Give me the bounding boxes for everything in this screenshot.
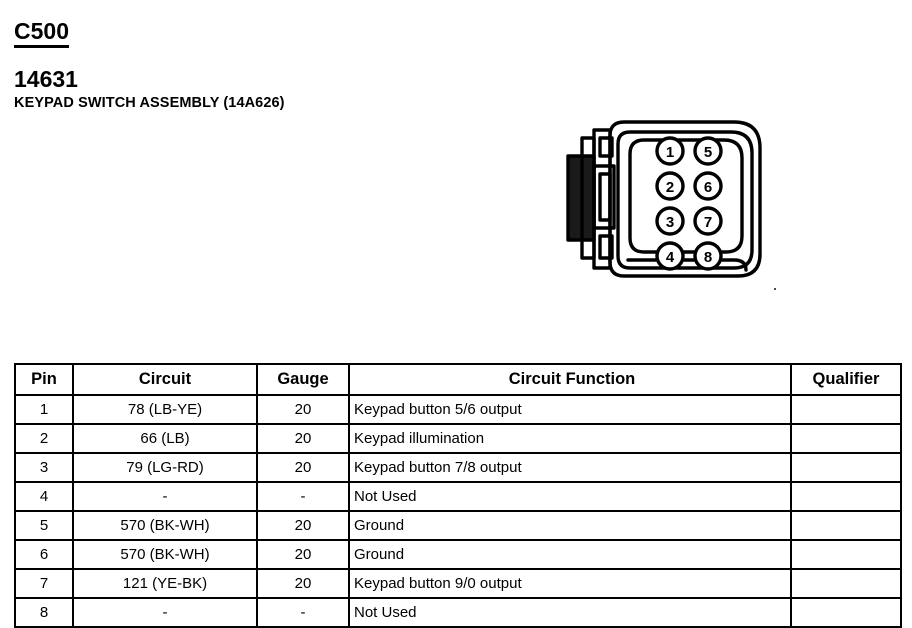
svg-text:3: 3 [666, 214, 674, 231]
table-row: 2 66 (LB) 20 Keypad illumination [14, 423, 902, 454]
cell-function: Not Used [348, 481, 792, 512]
pin-assignment-table: Pin Circuit Gauge Circuit Function Quali… [14, 363, 902, 628]
cell-gauge: 20 [256, 394, 350, 425]
pin-2: 2 [655, 171, 685, 201]
cell-pin: 8 [14, 597, 74, 628]
housing-lower-lip [626, 258, 748, 272]
cell-circuit: 570 (BK-WH) [72, 539, 258, 570]
header-block: C500 14631 KEYPAD SWITCH ASSEMBLY (14A62… [14, 18, 534, 112]
pin-table-container: Pin Circuit Gauge Circuit Function Quali… [14, 363, 902, 628]
cell-circuit: - [72, 597, 258, 628]
connector-diagram: 1 5 2 6 3 7 4 8 [528, 108, 788, 288]
part-name: KEYPAD SWITCH ASSEMBLY (14A626) [14, 95, 285, 111]
svg-text:4: 4 [666, 249, 675, 266]
side-notch-top [598, 136, 614, 158]
pin-6: 6 [693, 171, 723, 201]
pin-circles: 1 5 2 6 3 7 4 8 [655, 136, 723, 271]
table-row: 5 570 (BK-WH) 20 Ground [14, 510, 902, 541]
connector-id-title: C500 [14, 18, 69, 48]
side-window-inner [598, 172, 612, 222]
table-row: 4 - - Not Used [14, 481, 902, 512]
table-row: 3 79 (LG-RD) 20 Keypad button 7/8 output [14, 452, 902, 483]
pin-7: 7 [693, 206, 723, 236]
cell-function: Ground [348, 510, 792, 541]
cell-qualifier [790, 452, 902, 483]
side-notch-bottom [598, 234, 614, 260]
cell-gauge: 20 [256, 568, 350, 599]
cell-pin: 4 [14, 481, 74, 512]
column-header-circuit-function: Circuit Function [348, 363, 792, 396]
column-header-qualifier: Qualifier [790, 363, 902, 396]
column-header-circuit: Circuit [72, 363, 258, 396]
table-header-row: Pin Circuit Gauge Circuit Function Quali… [14, 363, 902, 396]
side-profile-body [592, 128, 612, 270]
cell-pin: 1 [14, 394, 74, 425]
cell-circuit: 78 (LB-YE) [72, 394, 258, 425]
cell-gauge: - [256, 597, 350, 628]
cell-pin: 2 [14, 423, 74, 454]
connector-illustration: 1 5 2 6 3 7 4 8 [566, 120, 762, 278]
connector-outlines [566, 120, 762, 278]
svg-text:5: 5 [704, 144, 712, 161]
pin-3: 3 [655, 206, 685, 236]
side-profile-flange [580, 136, 596, 260]
cell-function: Keypad button 7/8 output [348, 452, 792, 483]
cell-gauge: 20 [256, 423, 350, 454]
cell-function: Keypad button 9/0 output [348, 568, 792, 599]
cell-pin: 6 [14, 539, 74, 570]
cell-gauge: - [256, 481, 350, 512]
cell-pin: 7 [14, 568, 74, 599]
svg-text:6: 6 [704, 179, 712, 196]
cell-gauge: 20 [256, 539, 350, 570]
column-header-pin: Pin [14, 363, 74, 396]
svg-text:8: 8 [704, 249, 712, 266]
cell-function: Keypad button 5/6 output [348, 394, 792, 425]
cell-circuit: 66 (LB) [72, 423, 258, 454]
cell-function: Keypad illumination [348, 423, 792, 454]
cell-qualifier [790, 597, 902, 628]
svg-text:1: 1 [666, 144, 674, 161]
column-header-gauge: Gauge [256, 363, 350, 396]
side-window-outer [592, 164, 616, 230]
part-number: 14631 [14, 66, 78, 92]
pin-cavity-outline [628, 138, 744, 254]
cell-gauge: 20 [256, 510, 350, 541]
cell-qualifier [790, 539, 902, 570]
pin-4: 4 [655, 241, 685, 271]
table-row: 1 78 (LB-YE) 20 Keypad button 5/6 output [14, 394, 902, 425]
cell-qualifier [790, 510, 902, 541]
pin-5: 5 [693, 136, 723, 166]
cell-circuit: 570 (BK-WH) [72, 510, 258, 541]
cell-circuit: - [72, 481, 258, 512]
cell-pin: 3 [14, 452, 74, 483]
pin-table-body: 1 78 (LB-YE) 20 Keypad button 5/6 output… [14, 394, 902, 628]
pin-1: 1 [655, 136, 685, 166]
svg-text:7: 7 [704, 214, 712, 231]
table-row: 6 570 (BK-WH) 20 Ground [14, 539, 902, 570]
pin-8: 8 [693, 241, 723, 271]
cell-qualifier [790, 568, 902, 599]
svg-text:2: 2 [666, 179, 674, 196]
table-row: 7 121 (YE-BK) 20 Keypad button 9/0 outpu… [14, 568, 902, 599]
cell-gauge: 20 [256, 452, 350, 483]
cell-circuit: 121 (YE-BK) [72, 568, 258, 599]
cell-qualifier [790, 423, 902, 454]
cell-function: Ground [348, 539, 792, 570]
cell-qualifier [790, 394, 902, 425]
cell-function: Not Used [348, 597, 792, 628]
cell-pin: 5 [14, 510, 74, 541]
scan-artifact-speck [774, 288, 776, 290]
table-row: 8 - - Not Used [14, 597, 902, 628]
cell-circuit: 79 (LG-RD) [72, 452, 258, 483]
housing-second-contour [616, 130, 754, 270]
cell-qualifier [790, 481, 902, 512]
